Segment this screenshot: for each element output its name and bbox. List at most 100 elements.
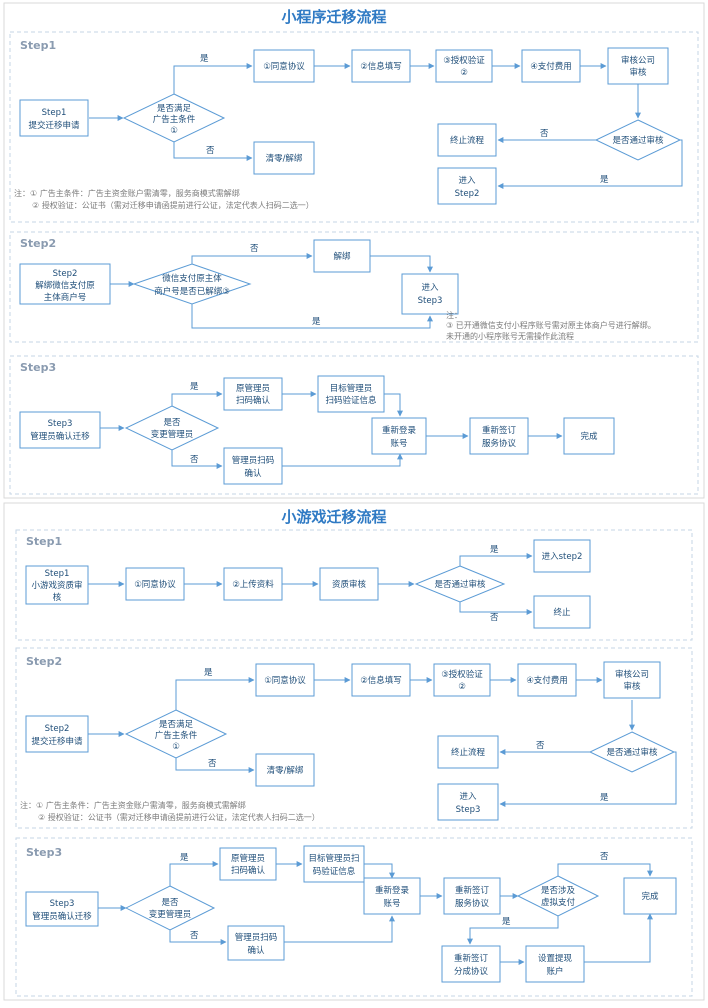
mg-s2-condition-node: 是否满足 广告主条件 ①	[124, 709, 228, 759]
svg-text:重新签订: 重新签订	[455, 885, 490, 896]
svg-text:重新登录: 重新登录	[382, 425, 417, 436]
svg-text:提交迁移申请: 提交迁移申请	[28, 120, 80, 131]
mp-s1-no2-label: 否	[540, 129, 549, 139]
svg-text:Step2: Step2	[45, 724, 70, 734]
svg-text:Step1: Step1	[45, 569, 70, 579]
mg-s3-no-label: 否	[190, 931, 199, 941]
svg-text:原管理员: 原管理员	[231, 853, 265, 864]
svg-text:审核: 审核	[629, 67, 647, 78]
svg-text:①: ①	[172, 742, 180, 752]
svg-text:扫码确认: 扫码确认	[231, 865, 266, 876]
mp-s2-no-label: 否	[250, 244, 259, 254]
svg-text:清零/解绑: 清零/解绑	[267, 765, 304, 776]
mini-program-title: 小程序迁移流程	[281, 8, 386, 26]
mp-s2-condition-node: 微信支付原主体 商户号是否已解绑③	[132, 263, 252, 305]
mp-s3-no-label: 否	[190, 455, 199, 465]
svg-text:④支付费用: ④支付费用	[526, 675, 568, 686]
svg-text:目标管理员扫: 目标管理员扫	[308, 853, 359, 864]
svg-text:设置提现: 设置提现	[538, 953, 573, 964]
mg-s2-no-label: 否	[208, 759, 217, 769]
mg-step2-frame	[15, 647, 693, 829]
svg-text:③授权验证: ③授权验证	[441, 669, 483, 680]
svg-text:终止流程: 终止流程	[451, 747, 486, 758]
mp-s2-note0: 注：	[446, 310, 462, 320]
svg-text:账号: 账号	[390, 439, 407, 449]
mp-s1-no-label: 否	[206, 146, 215, 156]
svg-text:是否: 是否	[161, 898, 179, 908]
mp-s3-admin-scan-node: 管理员扫码 确认	[223, 447, 283, 485]
mg-s3-yes2-label: 是	[502, 917, 511, 927]
svg-text:审核公司: 审核公司	[615, 669, 649, 680]
svg-text:重新登录: 重新登录	[375, 885, 410, 896]
mp-s1-auth-node: ③授权验证 ②	[435, 49, 493, 83]
svg-text:资质审核: 资质审核	[332, 579, 367, 590]
svg-text:账号: 账号	[383, 899, 400, 909]
mg-s3-orig-admin-node: 原管理员 扫码确认	[219, 847, 277, 881]
mp-step1-label: Step1	[20, 39, 56, 52]
mp-s2-next-node: 进入 Step3	[401, 273, 459, 315]
mg-s2-yes-label: 是	[204, 668, 213, 678]
svg-text:变更管理员: 变更管理员	[149, 909, 192, 920]
svg-text:是否通过审核: 是否通过审核	[434, 579, 486, 590]
svg-text:提交迁移申请: 提交迁移申请	[31, 736, 83, 747]
svg-text:微信支付原主体: 微信支付原主体	[162, 273, 222, 284]
svg-text:②: ②	[458, 682, 466, 692]
svg-text:Step2: Step2	[455, 189, 480, 199]
svg-text:核: 核	[53, 592, 62, 603]
svg-text:Step3: Step3	[418, 296, 443, 306]
mp-s3-done-node: 完成	[563, 417, 615, 455]
mg-s3-resign2-node: 重新签订 分成协议	[441, 945, 501, 983]
mp-s2-yes-label: 是	[312, 317, 321, 327]
mp-s1-info-node: ②信息填写	[351, 49, 411, 83]
mini-game-title: 小游戏迁移流程	[281, 508, 386, 526]
mg-s1-agree-node: ①同意协议	[125, 567, 185, 601]
mp-s2-unbind-node: 解绑	[313, 239, 371, 273]
svg-text:管理员确认迁移: 管理员确认迁移	[30, 431, 90, 442]
mg-s2-info-node: ②信息填写	[351, 663, 411, 697]
svg-text:变更管理员: 变更管理员	[151, 429, 194, 440]
mg-s2-pass-node: 是否通过审核	[588, 731, 676, 773]
mp-s3-resign-node: 重新签订 服务协议	[469, 417, 529, 455]
mg-s2-clear-node: 清零/解绑	[255, 753, 315, 787]
svg-text:②: ②	[460, 68, 468, 78]
svg-text:分成协议: 分成协议	[454, 966, 489, 977]
mg-s1-next-node: 进入step2	[533, 539, 591, 573]
svg-text:虚拟支付: 虚拟支付	[541, 897, 576, 908]
mp-step2-frame	[9, 231, 699, 343]
svg-text:账户: 账户	[546, 966, 563, 977]
mp-s3-condition-node: 是否 变更管理员	[124, 405, 220, 451]
svg-text:目标管理员: 目标管理员	[330, 383, 373, 394]
mp-step1-frame	[9, 31, 699, 223]
mg-s1-start-node: Step1 小游戏资质审 核	[25, 565, 89, 605]
svg-text:清零/解绑: 清零/解绑	[266, 153, 303, 164]
svg-text:②上传资料: ②上传资料	[232, 579, 274, 590]
mg-s1-pass-node: 是否通过审核	[414, 565, 506, 603]
svg-text:确认: 确认	[244, 468, 262, 479]
mg-s1-no-label: 否	[490, 613, 499, 623]
svg-text:①同意协议: ①同意协议	[264, 675, 306, 686]
svg-text:重新签订: 重新签订	[482, 425, 517, 436]
mp-step2-edges	[110, 253, 433, 329]
mg-s3-target-admin-node: 目标管理员扫 码验证信息	[303, 845, 365, 883]
mg-step1-edges	[88, 553, 533, 615]
mg-s2-review-node: 审核公司 审核	[603, 661, 661, 699]
mp-s1-yes2-label: 是	[600, 175, 609, 185]
svg-text:完成: 完成	[641, 891, 659, 902]
mp-s2-note1: ③ 已开通微信支付小程序账号需对原主体商户号进行解绑。	[446, 320, 656, 330]
mg-s2-next-node: 进入 Step3	[437, 783, 499, 821]
svg-text:完成: 完成	[580, 431, 598, 442]
mp-s1-note1: 注：① 广告主条件：广告主资金账户需清零，服务商模式需解绑	[14, 188, 240, 198]
mp-s1-agree-node: ①同意协议	[253, 49, 315, 83]
svg-text:审核: 审核	[623, 681, 641, 692]
mg-s2-yes2-label: 是	[600, 793, 609, 803]
mp-step3-edges	[100, 391, 563, 469]
svg-text:扫码验证信息: 扫码验证信息	[325, 395, 377, 406]
svg-text:④支付费用: ④支付费用	[530, 61, 572, 72]
svg-text:①同意协议: ①同意协议	[263, 61, 305, 72]
mg-step1-label: Step1	[26, 535, 62, 548]
mg-step2-label: Step2	[26, 655, 62, 668]
mg-step1-frame	[15, 529, 693, 641]
svg-text:广告主条件: 广告主条件	[153, 114, 196, 125]
mg-s3-done-node: 完成	[623, 877, 677, 915]
mg-s3-condition-node: 是否 变更管理员	[124, 885, 216, 931]
